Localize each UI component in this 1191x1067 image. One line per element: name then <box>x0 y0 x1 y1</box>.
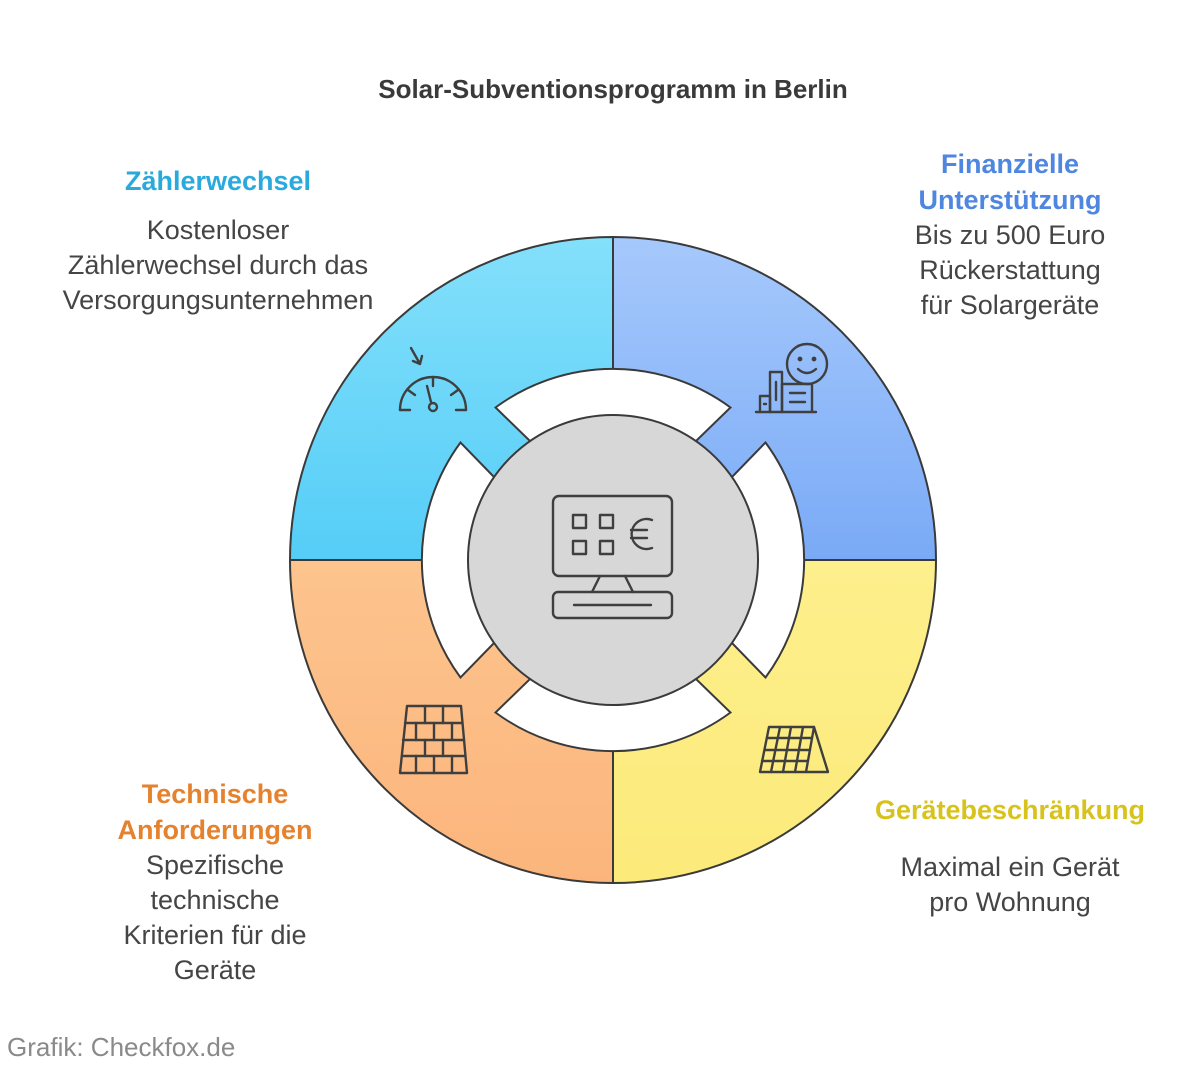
desc-line: pro Wohnung <box>929 887 1091 917</box>
desc-line: Kriterien für die <box>123 920 307 950</box>
heading-anforderungen: Anforderungen <box>117 815 313 845</box>
credit-text: Grafik: Checkfox.de <box>7 1032 236 1062</box>
brick-wall-icon <box>398 704 469 775</box>
desc-line: Bis zu 500 Euro <box>914 220 1106 250</box>
meter-gauge-icon <box>398 346 468 413</box>
desc-line: Rückerstattung <box>919 255 1101 285</box>
info-zaehlerwechsel: Zählerwechsel Kostenloser Zählerwechsel … <box>20 163 416 318</box>
info-geraetebeschraenkung: Gerätebeschränkung Maximal ein Gerät pro… <box>860 792 1160 920</box>
computer-euro-icon <box>551 494 674 620</box>
heading-technische: Technische <box>141 779 289 809</box>
diagram-title: Solar-Subventionsprogramm in Berlin <box>378 74 848 104</box>
desc-line: Geräte <box>173 955 257 985</box>
desc-line: Kostenloser <box>146 215 290 245</box>
desc-line: Maximal ein Gerät <box>900 852 1120 882</box>
desc-line: für Solargeräte <box>920 290 1100 320</box>
center-circle <box>467 414 759 706</box>
heading-unterstuetzung: Unterstützung <box>918 185 1102 215</box>
heading-finanzielle: Finanzielle <box>940 149 1080 179</box>
heading-zaehlerwechsel: Zählerwechsel <box>124 166 312 196</box>
info-finanzielle-unterstuetzung: Finanzielle Unterstützung Bis zu 500 Eur… <box>850 146 1170 323</box>
happy-building-icon <box>754 342 829 414</box>
solar-panel-icon <box>758 725 830 774</box>
info-technische-anforderungen: Technische Anforderungen Spezifische tec… <box>60 776 370 988</box>
heading-geraetebeschraenkung: Gerätebeschränkung <box>874 795 1146 825</box>
desc-line: Zählerwechsel durch das <box>67 250 369 280</box>
desc-line: Versorgungsunternehmen <box>62 285 374 315</box>
desc-line: technische <box>150 885 280 915</box>
desc-line: Spezifische <box>145 850 285 880</box>
